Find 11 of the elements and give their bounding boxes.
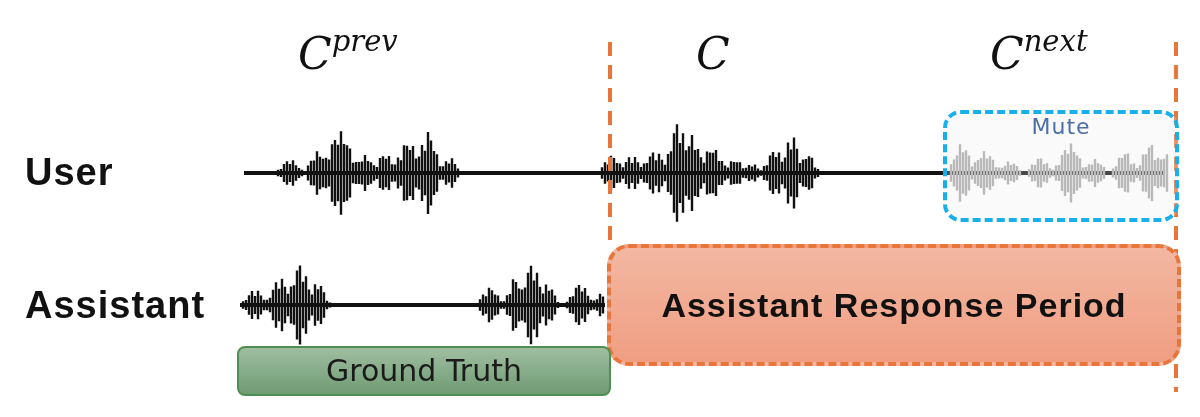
bar-label: Ground Truth bbox=[326, 352, 522, 390]
region-label: Mute bbox=[1031, 114, 1091, 140]
math-symbol: C$^{next}$ bbox=[990, 26, 1088, 81]
row-label: User bbox=[25, 152, 114, 194]
math-symbol: C$^{prev}$ bbox=[298, 26, 398, 81]
ground-truth-bar bbox=[237, 346, 611, 396]
response-period-box bbox=[607, 244, 1181, 366]
math-symbol: C bbox=[696, 27, 730, 81]
row-label: Assistant bbox=[25, 285, 206, 327]
mute-region bbox=[943, 110, 1179, 222]
period-label: Assistant Response Period bbox=[661, 285, 1127, 325]
